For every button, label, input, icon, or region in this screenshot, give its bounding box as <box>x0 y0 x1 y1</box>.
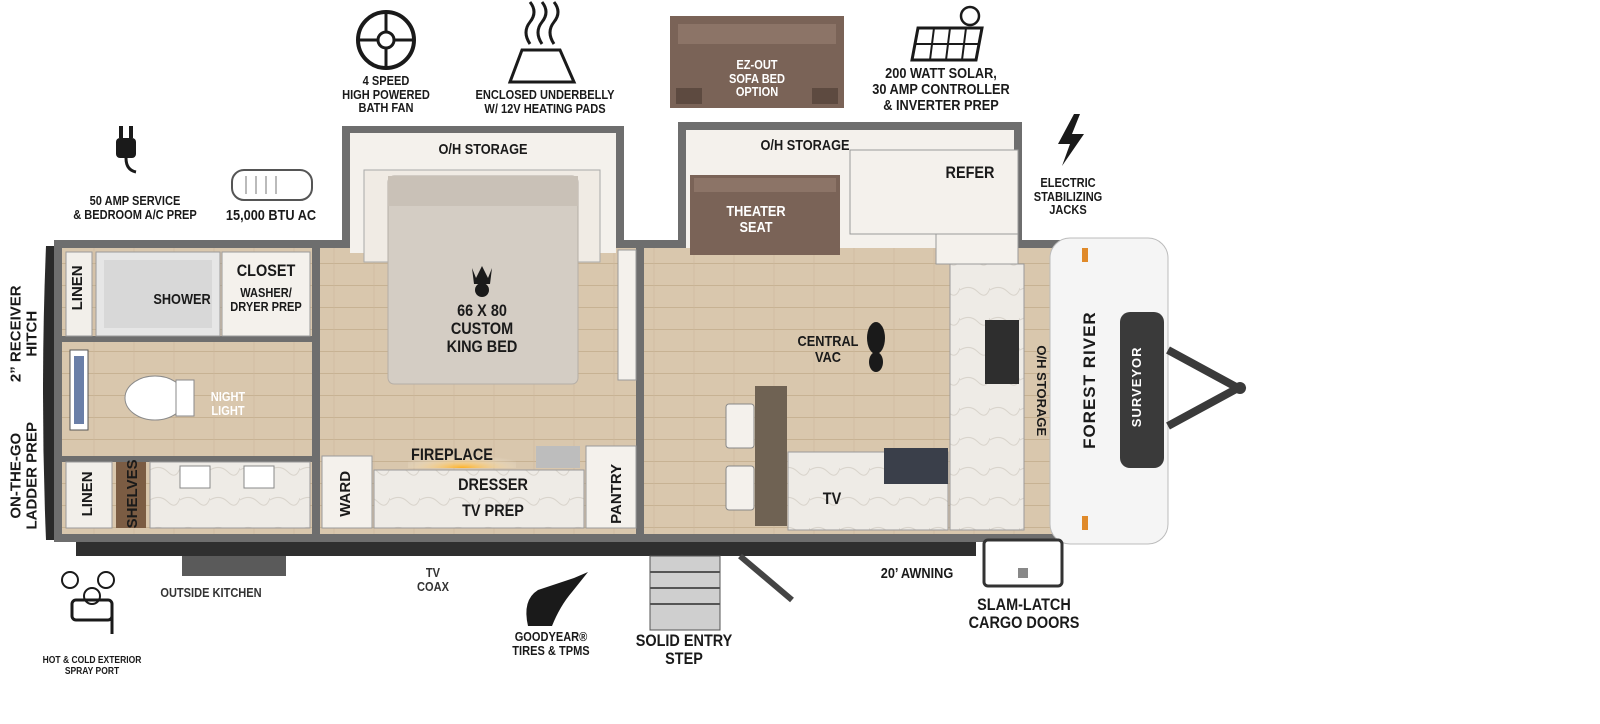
shower-label: SHOWER <box>153 291 211 308</box>
closet-label: CLOSET <box>236 261 296 280</box>
entry-step <box>649 553 794 631</box>
dresser-row <box>321 249 637 529</box>
footprint-icon <box>867 322 885 372</box>
oh-storage-bedroom: O/H STORAGE <box>438 141 528 158</box>
linen-top-label: LINEN <box>69 265 87 311</box>
ac-unit-icon <box>231 169 313 201</box>
tires-label: GOODYEAR®TIRES & TPMS <box>512 629 590 658</box>
shelves-label: SHELVES <box>124 459 142 529</box>
tv-prep-label: TV PREP <box>462 501 524 520</box>
fireplace-label: FIREPLACE <box>411 445 493 464</box>
washer-label: WASHER/DRYER PREP <box>230 285 302 314</box>
oh-storage-living: O/H STORAGE <box>760 137 850 154</box>
service-label: 50 AMP SERVICE& BEDROOM A/C PREP <box>73 193 197 222</box>
plug-icon <box>116 126 137 174</box>
living-area <box>690 149 1025 531</box>
tv-label: TV <box>822 489 842 508</box>
solar-label: 200 WATT SOLAR,30 AMP CONTROLLER& INVERT… <box>872 65 1010 114</box>
linen-bottom-label: LINEN <box>79 471 97 517</box>
heat-pad-icon <box>507 1 577 84</box>
outside-kitchen-label: OUTSIDE KITCHEN <box>160 585 262 600</box>
faucet-icon <box>61 571 115 634</box>
ward-label: WARD <box>337 470 355 517</box>
awning-label: 20’ AWNING <box>880 565 954 582</box>
brand-model: SURVEYOR <box>1129 346 1145 428</box>
pantry-label: PANTRY <box>608 463 626 524</box>
front-cap <box>1049 237 1247 545</box>
winged-shoe-icon <box>526 572 588 626</box>
fan-icon <box>356 10 416 70</box>
lightning-icon <box>1058 114 1084 166</box>
brand-maker: FOREST RIVER <box>1080 311 1100 449</box>
dresser-label: DRESSER <box>458 475 528 494</box>
bathroom <box>62 248 320 534</box>
oh-storage-front-label: O/H STORAGE <box>1033 345 1049 437</box>
sofa-bed-option <box>670 16 844 108</box>
refer-label: REFER <box>945 163 995 182</box>
ac-label: 15,000 BTU AC <box>225 207 317 224</box>
crown-icon <box>472 266 492 297</box>
solar-panel-icon <box>910 5 984 62</box>
